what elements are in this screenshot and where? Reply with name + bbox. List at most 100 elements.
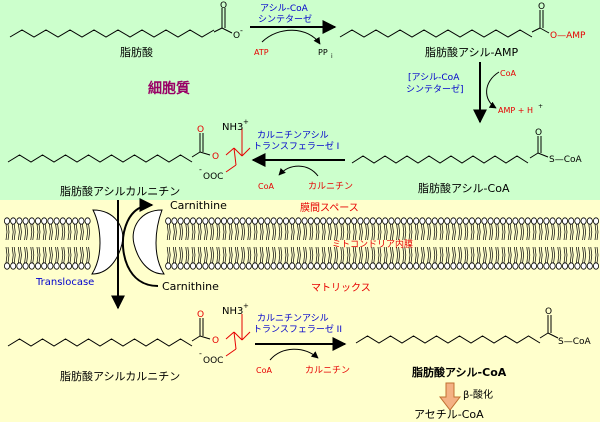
- cpt1-label-2: トランスフェラーゼ I: [253, 140, 339, 152]
- lipid-tail: [352, 246, 355, 264]
- lipid-tail: [582, 246, 584, 264]
- lipid-tail: [460, 246, 462, 264]
- lipid-tail: [166, 223, 169, 241]
- beta-oxidation-arrow: [438, 382, 462, 411]
- lipid-tail: [447, 246, 450, 264]
- lipid-tail: [185, 246, 188, 264]
- lipid-tail: [330, 246, 332, 264]
- lipid-head: [289, 262, 296, 270]
- lipid-head: [499, 262, 506, 270]
- lipid-head: [382, 262, 389, 270]
- lipid-head: [307, 217, 314, 225]
- lipid-tail: [367, 246, 369, 264]
- bracket-enzyme-label-1: [アシル-CoA: [408, 73, 460, 83]
- lipid-tail: [206, 223, 208, 241]
- lipid-tail: [416, 223, 419, 241]
- lipid-tail: [80, 246, 82, 264]
- lipid-tail: [73, 246, 76, 264]
- lipid-head: [512, 262, 519, 270]
- lipid-tail: [414, 223, 417, 241]
- lipid-tail: [596, 223, 599, 241]
- lipid-tail: [497, 246, 500, 264]
- coa-amp-curved-arrow: [486, 71, 500, 109]
- lipid-tail: [266, 246, 268, 264]
- lipid-tail: [408, 246, 411, 264]
- lipid-tail: [509, 223, 512, 241]
- lipid-tail: [590, 223, 593, 241]
- atp-ppi-curved-arrow: [261, 29, 321, 45]
- lipid-head: [41, 217, 48, 225]
- lipid-tail: [398, 223, 400, 241]
- lipid-tail: [259, 223, 262, 241]
- fatty-acyl-coa-label-1: 脂肪酸アシル-CoA: [418, 181, 510, 195]
- lipid-tail: [272, 223, 274, 241]
- lipid-tail: [421, 223, 423, 241]
- lipid-tail: [483, 223, 485, 241]
- lipid-tail: [261, 246, 264, 264]
- fatty-acyl-coa-label-2: 脂肪酸アシル-CoA: [411, 365, 507, 379]
- lipid-head: [220, 262, 227, 270]
- lipid-tail: [18, 223, 20, 241]
- lipid-tail: [340, 223, 343, 241]
- lipid-tail: [470, 246, 473, 264]
- lipid-head: [251, 217, 258, 225]
- lipid-tail: [179, 223, 181, 241]
- lipid-head: [16, 262, 23, 270]
- lipid-head: [574, 217, 581, 225]
- lipid-tail: [204, 223, 206, 241]
- lipid-head: [214, 262, 221, 270]
- lipid-head: [562, 217, 569, 225]
- lipid-tail: [82, 246, 84, 264]
- lipid-tail: [26, 223, 28, 241]
- lipid-tail: [63, 223, 66, 241]
- lipid-tail: [328, 223, 330, 241]
- carnitine-top-label: Carnithine: [170, 199, 227, 212]
- proton-charge: +: [538, 103, 543, 110]
- lipid-head: [413, 262, 420, 270]
- lipid-tail: [26, 246, 28, 264]
- lipid-head: [165, 217, 172, 225]
- lipid-tail: [565, 246, 568, 264]
- acyl-coa-synthetase-label-2: シンテターゼ: [258, 13, 312, 25]
- lipid-tail: [181, 223, 183, 241]
- lipid-head: [28, 262, 35, 270]
- lipid-tail: [352, 223, 355, 241]
- lipid-tail: [588, 246, 591, 264]
- lipid-head: [456, 262, 463, 270]
- lipid-tail: [224, 223, 227, 241]
- lipid-head: [487, 262, 494, 270]
- lipid-tail: [371, 246, 374, 264]
- acyl-coa-chain-1: [351, 155, 529, 164]
- lipid-head: [251, 262, 258, 270]
- lipid-head: [239, 217, 246, 225]
- lipid-tail: [421, 246, 423, 264]
- acyl-carnitine-molecule-2: [191, 318, 211, 342]
- lipid-tail: [336, 223, 338, 241]
- ester-oxygen-1: O: [212, 152, 219, 162]
- lipid-head: [518, 217, 525, 225]
- lipid-tail: [20, 246, 22, 264]
- lipid-tail: [224, 246, 227, 264]
- lipid-tail: [309, 223, 312, 241]
- lipid-tail: [435, 223, 438, 241]
- lipid-tail: [516, 246, 518, 264]
- lipid-head: [375, 262, 382, 270]
- lipid-tail: [348, 246, 351, 264]
- lipid-tail: [24, 246, 26, 264]
- lipid-head: [506, 217, 513, 225]
- lipid-head: [282, 217, 289, 225]
- lipid-tail: [336, 246, 338, 264]
- lipid-head: [258, 217, 265, 225]
- lipid-head: [394, 217, 401, 225]
- lipid-tail: [464, 223, 467, 241]
- lipid-tail: [230, 246, 233, 264]
- lipid-tail: [361, 246, 363, 264]
- lipid-tail: [503, 223, 506, 241]
- lipid-tail: [538, 223, 541, 241]
- acyl-coa-chain-2: [355, 335, 541, 344]
- lipid-head: [586, 217, 593, 225]
- lipid-head: [543, 217, 550, 225]
- lipid-tail: [514, 223, 516, 241]
- lipid-head: [468, 262, 475, 270]
- lipid-tail: [185, 223, 188, 241]
